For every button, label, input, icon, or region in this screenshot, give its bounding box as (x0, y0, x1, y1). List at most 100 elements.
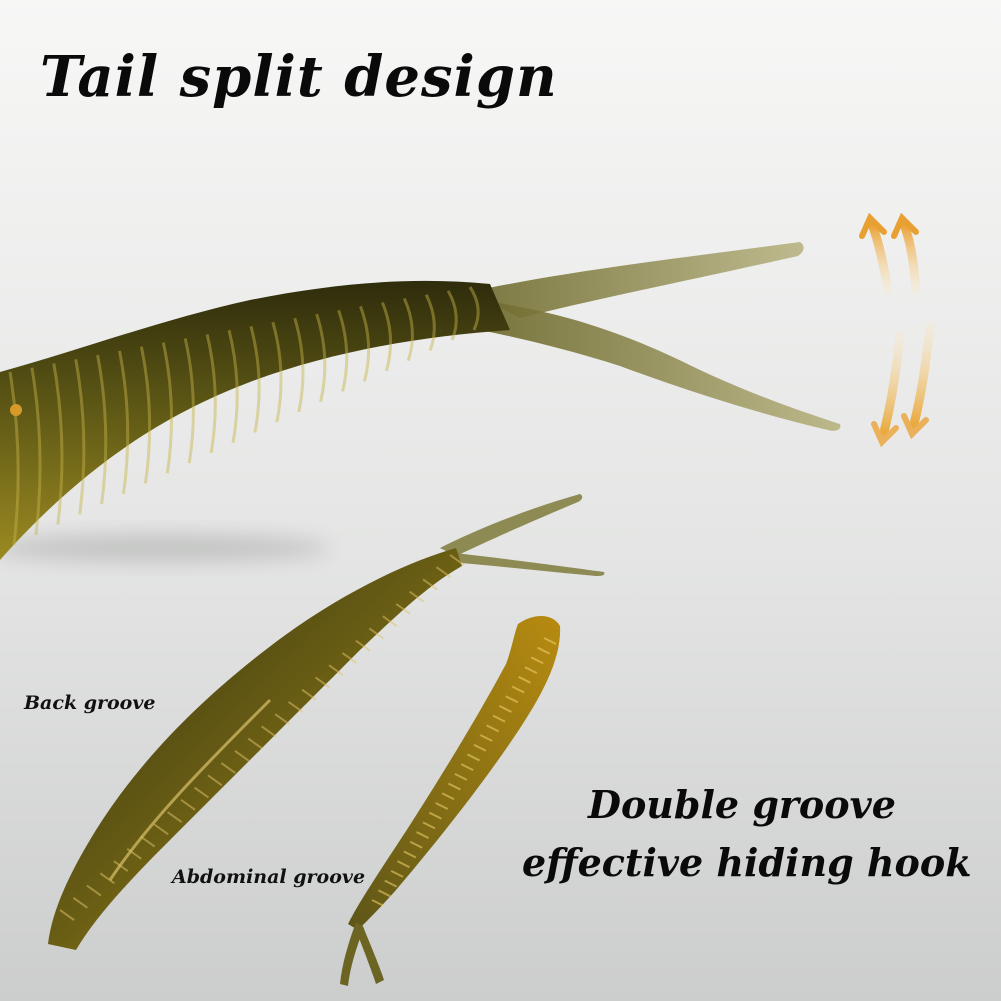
lure-rib (390, 869, 404, 878)
lure-rib (447, 782, 461, 791)
lure-rib (72, 896, 89, 909)
lure-rib (247, 737, 263, 750)
lure-rib (328, 664, 344, 676)
lure-rib (435, 802, 449, 810)
lure-rib (86, 884, 102, 897)
lure-rib (183, 338, 195, 464)
lure-rib (460, 763, 474, 772)
lure-belly-view (340, 616, 561, 986)
lure-ribs (8, 286, 480, 546)
lure-b-body (348, 616, 561, 930)
lure-rib (524, 666, 538, 675)
lure-rib (99, 872, 115, 885)
lure-side-view (48, 494, 605, 950)
lure-rib (234, 750, 250, 762)
lure-rib (449, 554, 465, 566)
lure-rib (8, 371, 20, 546)
lure-rib (395, 603, 411, 615)
lure-rib (161, 342, 173, 474)
lure-rib (249, 325, 261, 433)
lure-rib (428, 811, 442, 820)
lure-rib (274, 713, 290, 725)
lure-b-ribs (371, 637, 557, 907)
lure-a-tail-lower (446, 552, 605, 576)
lure-rib (315, 313, 327, 403)
lure-rib (30, 367, 42, 535)
caption-line-1: Double groove (588, 782, 896, 827)
lure-rib (511, 685, 525, 694)
lure-rib (368, 627, 384, 640)
lure-rib (473, 743, 487, 752)
lure-rib (422, 821, 436, 830)
lure-rib (518, 675, 531, 684)
lure-rib (467, 753, 481, 762)
motion-arrow-down-icon (871, 321, 935, 448)
lure-rib (377, 889, 391, 898)
lure-rib (422, 578, 438, 591)
lure-rib (118, 350, 130, 495)
lure-rib (227, 329, 239, 443)
lure-rib (382, 615, 398, 628)
lure-rib (96, 354, 108, 505)
lure-rib (416, 831, 430, 839)
lure-rib (384, 879, 398, 888)
lure-rib (52, 363, 64, 525)
lure-highlight (10, 404, 22, 416)
lure-rib (140, 835, 156, 848)
lure-rib (397, 860, 410, 869)
lure-rib (505, 695, 519, 704)
back-groove-label: Back groove (24, 692, 156, 714)
lure-rib (139, 346, 152, 484)
lure-rib (424, 293, 436, 351)
lure-rib (359, 305, 371, 382)
tail-fork-upper (470, 242, 804, 318)
lure-rib (355, 639, 371, 652)
lure-rib (492, 714, 506, 723)
lure-rib (454, 772, 468, 781)
lure-rib (314, 676, 331, 689)
lure-rib (207, 774, 223, 787)
lure-rib (271, 321, 283, 423)
lure-rib (167, 811, 183, 823)
tail-fork-lower (480, 300, 841, 431)
lure-rib (205, 334, 217, 454)
lure-rib (486, 724, 500, 733)
lure-rib (337, 309, 349, 392)
lure-rib (537, 646, 551, 655)
lure-rib (59, 909, 75, 921)
abdominal-groove-label: Abdominal groove (172, 866, 366, 888)
lure-rib (530, 656, 544, 665)
page-title: Tail split design (40, 44, 558, 110)
lure-a-tail-upper (440, 494, 583, 556)
lure-rib (288, 701, 304, 713)
lure-b-fork-left (340, 922, 364, 986)
motion-arrow-up-icon (859, 212, 921, 295)
lure-rib (402, 297, 414, 362)
lure-rib (180, 799, 196, 811)
back-groove-line (108, 698, 272, 881)
lure-rib (193, 786, 210, 799)
lure-rib (441, 792, 455, 801)
lure-rib (446, 290, 458, 341)
lure-rib (74, 358, 86, 515)
lure-rib (153, 823, 169, 836)
lure-closeup (0, 242, 841, 560)
lure-rib (341, 652, 357, 664)
lure-b-fork-right (356, 924, 384, 984)
lure-rib (371, 899, 385, 907)
caption-line-2: effective hiding hook (522, 840, 972, 885)
lure-rib (498, 705, 512, 713)
lure-rib (380, 301, 393, 372)
lure-rib (435, 566, 452, 579)
lure-rib (468, 286, 480, 331)
lure-rib (293, 317, 305, 413)
lure-rib (403, 850, 417, 859)
lure-body (0, 280, 510, 560)
lure-rib (409, 840, 423, 849)
lure-a-body (48, 548, 462, 950)
lure-rib (261, 725, 277, 738)
lure-rib (301, 688, 317, 701)
lure-rib (479, 734, 493, 742)
lure-rib (543, 637, 557, 645)
